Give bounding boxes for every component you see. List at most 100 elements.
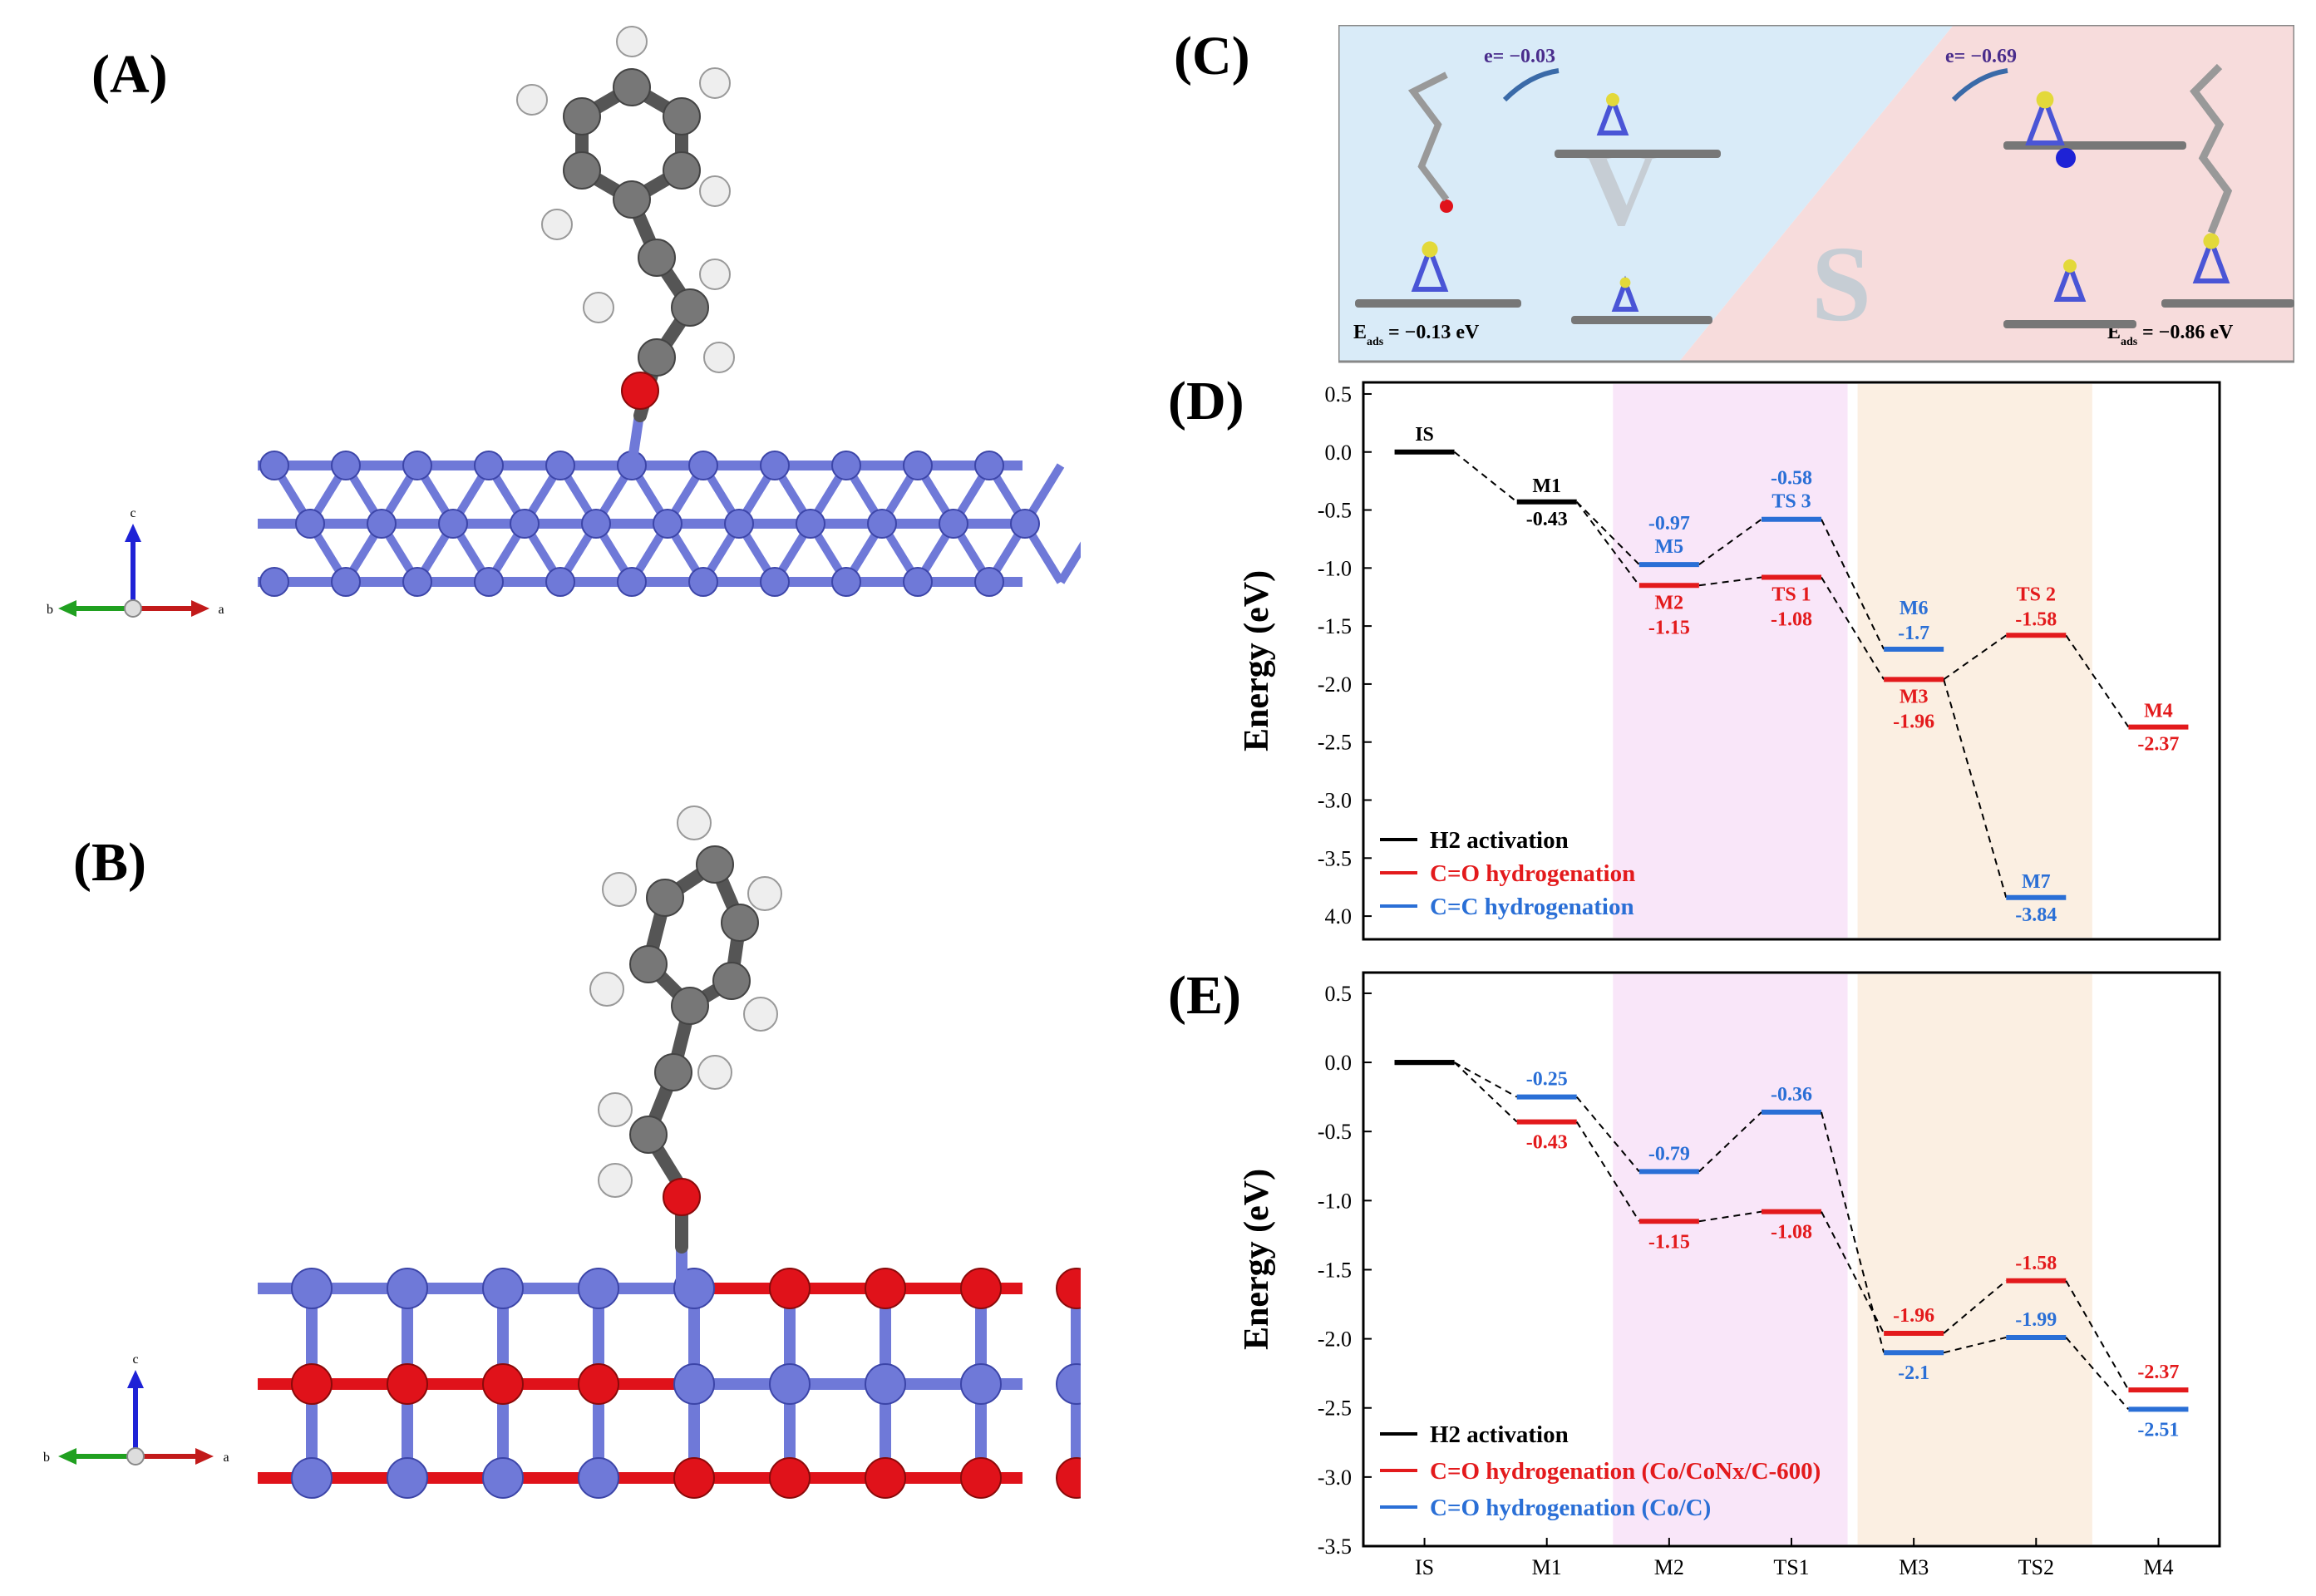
cobalt-atom: [688, 567, 718, 597]
cobalt-atom: [474, 451, 504, 480]
level-value: -0.36: [1771, 1084, 1812, 1106]
cobalt-atom: [1056, 1363, 1081, 1405]
panel-b-structure: c b a: [43, 805, 1081, 1499]
nitrogen-atom: [673, 1457, 715, 1499]
svg-text:= −0.13 eV: = −0.13 eV: [1388, 322, 1480, 343]
adsorbed-molecule-a: [516, 26, 735, 422]
nitrogen-atom: [865, 1457, 906, 1499]
cobalt-atom: [974, 567, 1004, 597]
graphene-sheet: [1571, 316, 1712, 324]
graphene-sheet: [2161, 299, 2294, 308]
panel-c-letter-v: V: [1582, 129, 1660, 249]
cobalt-atom: [831, 567, 861, 597]
axis-a-label: a: [218, 603, 224, 617]
legend-entry: H2 activation: [1430, 1421, 1569, 1448]
eads-right-label: E ads = −0.86 eV: [2107, 322, 2234, 348]
y-tick-label: -3.5: [1318, 846, 1352, 870]
connector-line: [1575, 1121, 1640, 1222]
panel-label-c: (C): [1174, 26, 1250, 86]
cobalt-atom: [760, 451, 790, 480]
cobalt-atom: [482, 1457, 524, 1499]
cobalt-atom: [387, 1457, 428, 1499]
transfer-arrow: [1502, 68, 1560, 102]
highlight-band: [1857, 384, 2092, 938]
y-tick-label: 4.0: [1325, 904, 1353, 929]
cobalt-atom: [581, 509, 611, 539]
level-value: -2.37: [2137, 1362, 2179, 1383]
graphene-sheet: [1555, 150, 1721, 158]
level-value: -0.97: [1648, 513, 1690, 534]
cobalt-atom: [259, 451, 289, 480]
cobalt-atom: [867, 509, 897, 539]
level-value: -3.84: [2015, 904, 2057, 926]
cobalt-atom: [331, 451, 361, 480]
cobalt-atom: [291, 1457, 333, 1499]
connector-line: [1575, 1096, 1640, 1173]
connector-line: [1575, 501, 1640, 586]
level-value: -0.43: [1526, 1132, 1568, 1154]
connector-line: [1943, 679, 2008, 899]
connector-line: [1821, 576, 1885, 680]
x-tick-label: TS2: [2018, 1555, 2054, 1579]
cobalt-atom: [438, 509, 468, 539]
cobalt-atom: [295, 509, 325, 539]
transfer-arrow: [1951, 68, 2008, 102]
level-value: -1.96: [1893, 711, 1934, 732]
cobalt-atom: [578, 1457, 619, 1499]
cobalt-atom: [653, 509, 682, 539]
level-name: M7: [2022, 871, 2051, 893]
cobalt-atom: [331, 567, 361, 597]
level-value: -1.58: [2015, 608, 2057, 630]
cobalt-atom: [545, 451, 575, 480]
charge-right-label: e= −0.69: [1945, 46, 2017, 67]
connector-line: [1821, 1111, 1885, 1353]
level-value: -0.25: [1526, 1069, 1568, 1091]
cobalt-atom: [960, 1363, 1002, 1405]
level-value: -2.1: [1898, 1362, 1929, 1384]
level-value: -1.15: [1648, 617, 1690, 638]
cobalt-cluster: [1611, 275, 1639, 312]
x-tick-label: M1: [1532, 1555, 1562, 1579]
cobalt-atom: [474, 567, 504, 597]
x-tick-label: M2: [1654, 1555, 1684, 1579]
level-value: -1.08: [1771, 1222, 1812, 1244]
y-tick-label: -3.0: [1318, 789, 1352, 813]
axis-c-label: c: [130, 506, 136, 520]
cobalt-atom: [259, 567, 289, 597]
y-tick-label: -2.5: [1318, 1396, 1352, 1421]
highlight-band: [1857, 974, 2092, 1544]
connector-line: [2065, 1337, 2130, 1411]
connector-line: [1943, 1280, 2007, 1334]
nitrogen-atom: [865, 1268, 906, 1309]
graphene-sheet: [1355, 299, 1521, 308]
y-tick-label: -1.5: [1318, 614, 1352, 638]
level-name: TS 2: [2017, 584, 2056, 605]
y-tick-label: 0.0: [1325, 1051, 1353, 1075]
cobalt-atom: [974, 451, 1004, 480]
x-tick-label: M3: [1899, 1555, 1929, 1579]
level-name: TS 3: [1771, 491, 1811, 513]
nitrogen-atom: [1056, 1457, 1081, 1499]
connector-line: [2065, 1280, 2130, 1391]
y-tick-label: -0.5: [1318, 1120, 1352, 1144]
cobalt-atom: [617, 567, 647, 597]
eads-left-label: E ads = −0.13 eV: [1353, 322, 1480, 348]
legend-entry: H2 activation: [1430, 827, 1569, 854]
level-value: -1.96: [1893, 1305, 1934, 1327]
level-value: -1.58: [2015, 1253, 2057, 1274]
y-tick-label: 0.0: [1325, 441, 1353, 465]
cobalt-atom: [402, 567, 432, 597]
connector-line: [1698, 1210, 1762, 1223]
cobalt-atom: [673, 1363, 715, 1405]
cobalt-atom: [545, 567, 575, 597]
axis-a-label-b: a: [223, 1451, 229, 1465]
y-axis-label: Energy (eV): [1239, 1169, 1276, 1350]
y-tick-label: -2.5: [1318, 731, 1352, 755]
y-tick-label: -1.5: [1318, 1258, 1352, 1282]
plot-frame: [1362, 381, 2221, 941]
cobalt-atom: [903, 567, 933, 597]
level-name: M3: [1900, 686, 1929, 707]
level-name: TS 1: [1771, 584, 1811, 606]
level-value: -0.43: [1526, 509, 1568, 530]
axis-b-label: b: [47, 603, 53, 617]
